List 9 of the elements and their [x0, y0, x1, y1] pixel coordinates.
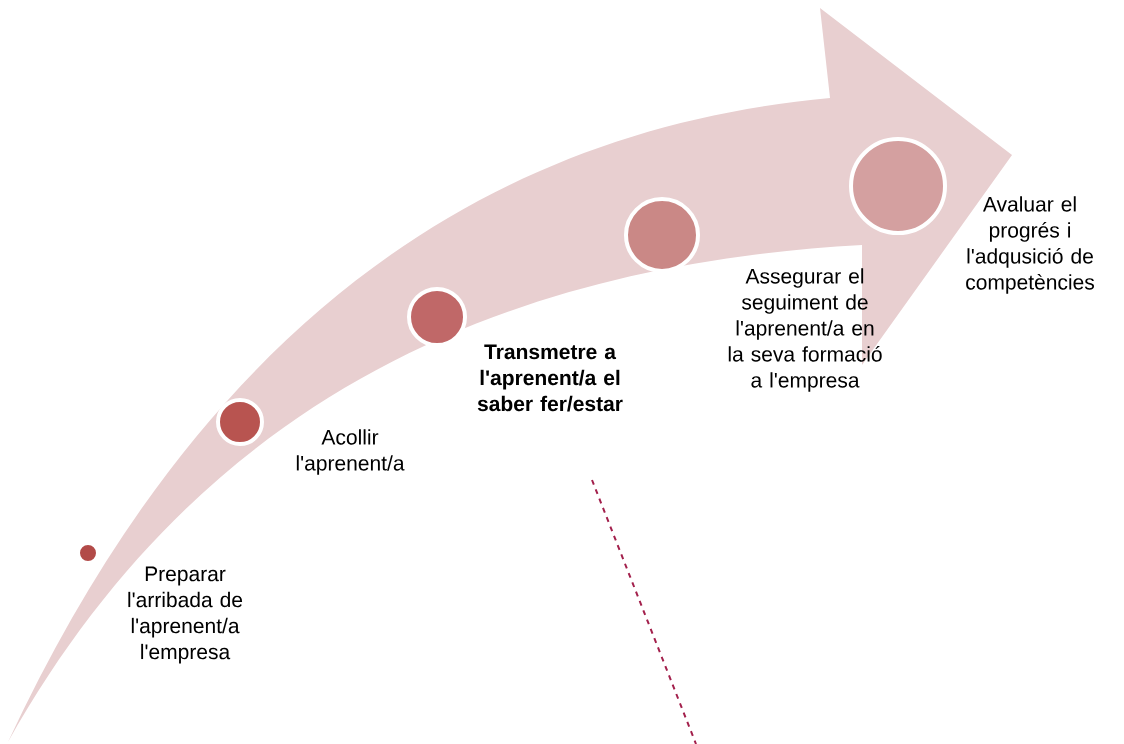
step-label: Assegurar el seguiment de l'aprenent/a en la seva formació a l'empresa: [728, 268, 882, 392]
step-circle: [216, 398, 264, 446]
step-label: Acollir l'aprenent/a: [296, 429, 405, 475]
step-label: Preparar l'arribada de l'aprenent/a l'empresa: [128, 566, 243, 664]
step-circle: [407, 287, 467, 347]
step-label: Avaluar el progrés i l'adqusició de competències: [966, 196, 1094, 294]
step-circle: [849, 137, 947, 235]
step-circle: [624, 197, 700, 273]
step-label: Transmetre a l'aprenent/a el saber fer/estar: [477, 344, 623, 412]
